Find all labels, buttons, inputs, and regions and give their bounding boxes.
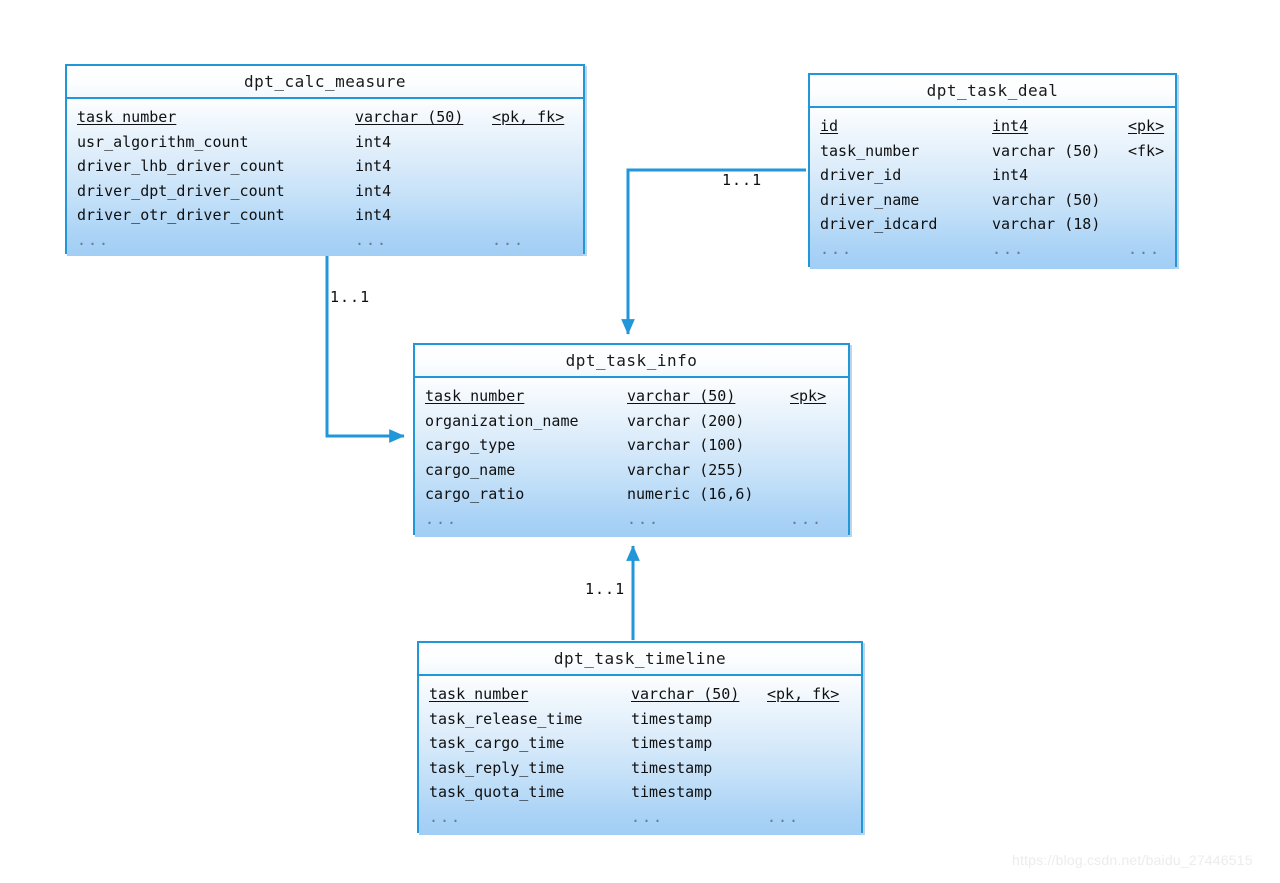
watermark-text: https://blog.csdn.net/baidu_27446515: [1012, 852, 1253, 868]
attribute-type: timestamp: [631, 758, 713, 777]
entity-attributes-dpt_task_info: task number varchar (50) <pk> organization_…: [415, 378, 848, 537]
attribute-row[interactable]: task_number varchar (50) <fk>: [810, 139, 1175, 164]
attribute-row[interactable]: task_cargo_time timestamp: [419, 731, 861, 756]
attribute-name: ...: [425, 509, 459, 528]
attribute-type: int4: [355, 181, 392, 200]
attribute-key-marker: ...: [790, 509, 824, 528]
attribute-key-marker: ...: [492, 230, 526, 249]
attribute-row[interactable]: .........: [810, 237, 1175, 262]
attribute-type: ...: [992, 239, 1026, 258]
attribute-row[interactable]: task number varchar (50) <pk>: [415, 384, 848, 409]
attribute-type: int4: [355, 132, 392, 151]
attribute-row[interactable]: .........: [415, 507, 848, 532]
attribute-row[interactable]: .........: [67, 228, 583, 253]
attribute-name: cargo_ratio: [425, 485, 525, 503]
attribute-key-marker: <pk, fk>: [492, 108, 565, 126]
entity-title-dpt_task_deal: dpt_task_deal: [810, 75, 1175, 108]
attribute-row[interactable]: .........: [419, 805, 861, 830]
attribute-name: ...: [429, 807, 463, 826]
entity-attributes-dpt_calc_measure: task number varchar (50) <pk, fk> usr_algor…: [67, 99, 583, 256]
attribute-row[interactable]: driver_otr_driver_count int4: [67, 203, 583, 228]
attribute-type: varchar (50): [992, 190, 1101, 209]
attribute-key-marker: ...: [1128, 239, 1162, 258]
attribute-name: driver_otr_driver_count: [77, 206, 285, 224]
entity-title-dpt_calc_measure: dpt_calc_measure: [67, 66, 583, 99]
attribute-key-marker: <pk, fk>: [767, 685, 840, 703]
attribute-name: task_number: [820, 141, 920, 160]
attribute-type: timestamp: [631, 709, 713, 728]
attribute-name: organization_name: [425, 411, 579, 430]
attribute-row[interactable]: task_release_time timestamp: [419, 707, 861, 732]
attribute-type: int4: [992, 166, 1029, 184]
attribute-name: driver_lhb_driver_count: [77, 157, 285, 175]
attribute-type: int4: [992, 117, 1029, 135]
attribute-name: task_release_time: [429, 709, 583, 728]
attribute-name: cargo_name: [425, 460, 516, 479]
attribute-row[interactable]: driver_name varchar (50): [810, 188, 1175, 213]
attribute-row[interactable]: task number varchar (50) <pk, fk>: [67, 105, 583, 130]
attribute-row[interactable]: usr_algorithm_count int4: [67, 130, 583, 155]
multiplicity-label-calc-measure-to-task-info: 1..1: [330, 288, 371, 306]
attribute-type: varchar (18): [992, 215, 1101, 233]
attribute-key-marker: <pk>: [1128, 117, 1165, 135]
attribute-name: usr_algorithm_count: [77, 132, 249, 151]
attribute-name: id: [820, 117, 839, 135]
attribute-type: ...: [355, 230, 389, 249]
attribute-row[interactable]: driver_idcard varchar (18): [810, 212, 1175, 237]
attribute-name: driver_name: [820, 190, 920, 209]
attribute-row[interactable]: cargo_name varchar (255): [415, 458, 848, 483]
attribute-type: int4: [355, 206, 392, 224]
attribute-type: varchar (50): [631, 685, 740, 703]
attribute-row[interactable]: cargo_type varchar (100): [415, 433, 848, 458]
attribute-type: ...: [627, 509, 661, 528]
attribute-row[interactable]: driver_id int4: [810, 163, 1175, 188]
attribute-row[interactable]: id int4 <pk>: [810, 114, 1175, 139]
attribute-key-marker: ...: [767, 807, 801, 826]
attribute-key-marker: <pk>: [790, 387, 827, 405]
attribute-name: driver_dpt_driver_count: [77, 181, 285, 200]
attribute-type: timestamp: [631, 734, 713, 752]
attribute-key-marker: <fk>: [1128, 141, 1165, 160]
entity-title-dpt_task_info: dpt_task_info: [415, 345, 848, 378]
attribute-type: ...: [631, 807, 665, 826]
attribute-name: task number: [429, 685, 529, 703]
attribute-type: varchar (200): [627, 411, 745, 430]
attribute-type: varchar (50): [627, 387, 736, 405]
attribute-name: task_quota_time: [429, 783, 565, 801]
entity-attributes-dpt_task_timeline: task number varchar (50) <pk, fk> task_rele…: [419, 676, 861, 835]
attribute-type: varchar (100): [627, 436, 745, 454]
relationship-line-calc-measure-to-task-info: [325, 256, 405, 443]
attribute-name: task_cargo_time: [429, 734, 565, 752]
attribute-type: int4: [355, 157, 392, 175]
attribute-row[interactable]: task_reply_time timestamp: [419, 756, 861, 781]
attribute-row[interactable]: cargo_ratio numeric (16,6): [415, 482, 848, 507]
attribute-name: driver_id: [820, 166, 902, 184]
attribute-name: driver_idcard: [820, 215, 938, 233]
attribute-type: varchar (50): [992, 141, 1101, 160]
attribute-type: timestamp: [631, 783, 713, 801]
attribute-name: ...: [77, 230, 111, 249]
attribute-row[interactable]: driver_lhb_driver_count int4: [67, 154, 583, 179]
entity-title-dpt_task_timeline: dpt_task_timeline: [419, 643, 861, 676]
attribute-type: numeric (16,6): [627, 485, 754, 503]
attribute-name: task number: [77, 108, 177, 126]
multiplicity-label-task-timeline-to-task-info: 1..1: [585, 580, 626, 598]
multiplicity-label-task-deal-to-task-info: 1..1: [722, 171, 763, 189]
relationship-line-task-deal-to-task-info: [621, 168, 806, 335]
attribute-row[interactable]: task number varchar (50) <pk, fk>: [419, 682, 861, 707]
attribute-name: cargo_type: [425, 436, 516, 454]
attribute-row[interactable]: task_quota_time timestamp: [419, 780, 861, 805]
attribute-row[interactable]: driver_dpt_driver_count int4: [67, 179, 583, 204]
attribute-name: task number: [425, 387, 525, 405]
attribute-row[interactable]: organization_name varchar (200): [415, 409, 848, 434]
attribute-name: ...: [820, 239, 854, 258]
attribute-name: task_reply_time: [429, 758, 565, 777]
attribute-type: varchar (255): [627, 460, 745, 479]
attribute-type: varchar (50): [355, 108, 464, 126]
